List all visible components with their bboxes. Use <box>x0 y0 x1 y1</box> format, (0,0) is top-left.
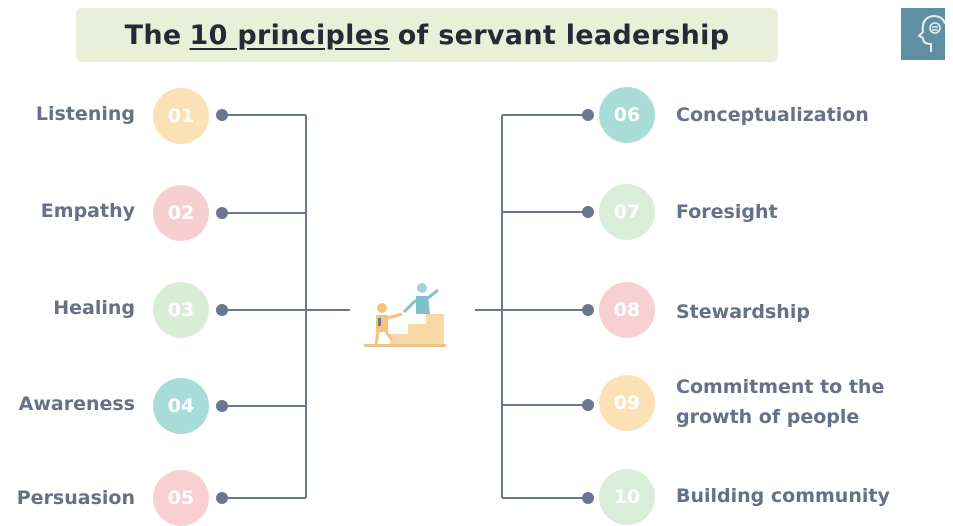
principle-label-foresight: Foresight <box>676 201 778 223</box>
title-after: of servant leadership <box>397 19 730 51</box>
principle-label-awareness: Awareness <box>18 393 135 415</box>
principle-label-commitment: Commitment to the growth of people <box>676 372 946 432</box>
principle-label-commitment-line-1: Commitment to the <box>676 376 885 398</box>
principle-number-09: 09 <box>599 375 655 431</box>
principle-number-04: 04 <box>153 378 209 434</box>
principle-label-listening: Listening <box>35 103 135 125</box>
leader-helping-climb-stairs-icon <box>364 283 446 347</box>
principle-label-healing: Healing <box>53 297 135 319</box>
principle-number-07: 07 <box>599 184 655 240</box>
human-head-profile-logo-icon <box>901 8 946 60</box>
principle-label-commitment-line-2: growth of people <box>676 406 860 428</box>
title-before: The <box>124 19 182 51</box>
principle-label-conceptualization: Conceptualization <box>676 104 869 126</box>
principle-label-persuasion: Persuasion <box>16 487 135 509</box>
principle-number-08: 08 <box>599 282 655 338</box>
principle-number-01: 01 <box>153 88 209 144</box>
principle-number-03: 03 <box>153 282 209 338</box>
principle-label-stewardship: Stewardship <box>676 301 810 323</box>
principle-number-06: 06 <box>599 87 655 143</box>
principle-number-05: 05 <box>153 470 209 526</box>
principle-number-02: 02 <box>153 185 209 241</box>
principle-label-empathy: Empathy <box>40 200 135 222</box>
title-emphasis: 10 principles <box>189 19 390 51</box>
title-banner: The 10 principles of servant leadership <box>76 8 778 62</box>
principle-number-10: 10 <box>599 469 655 525</box>
principle-label-building-community: Building community <box>676 485 890 507</box>
